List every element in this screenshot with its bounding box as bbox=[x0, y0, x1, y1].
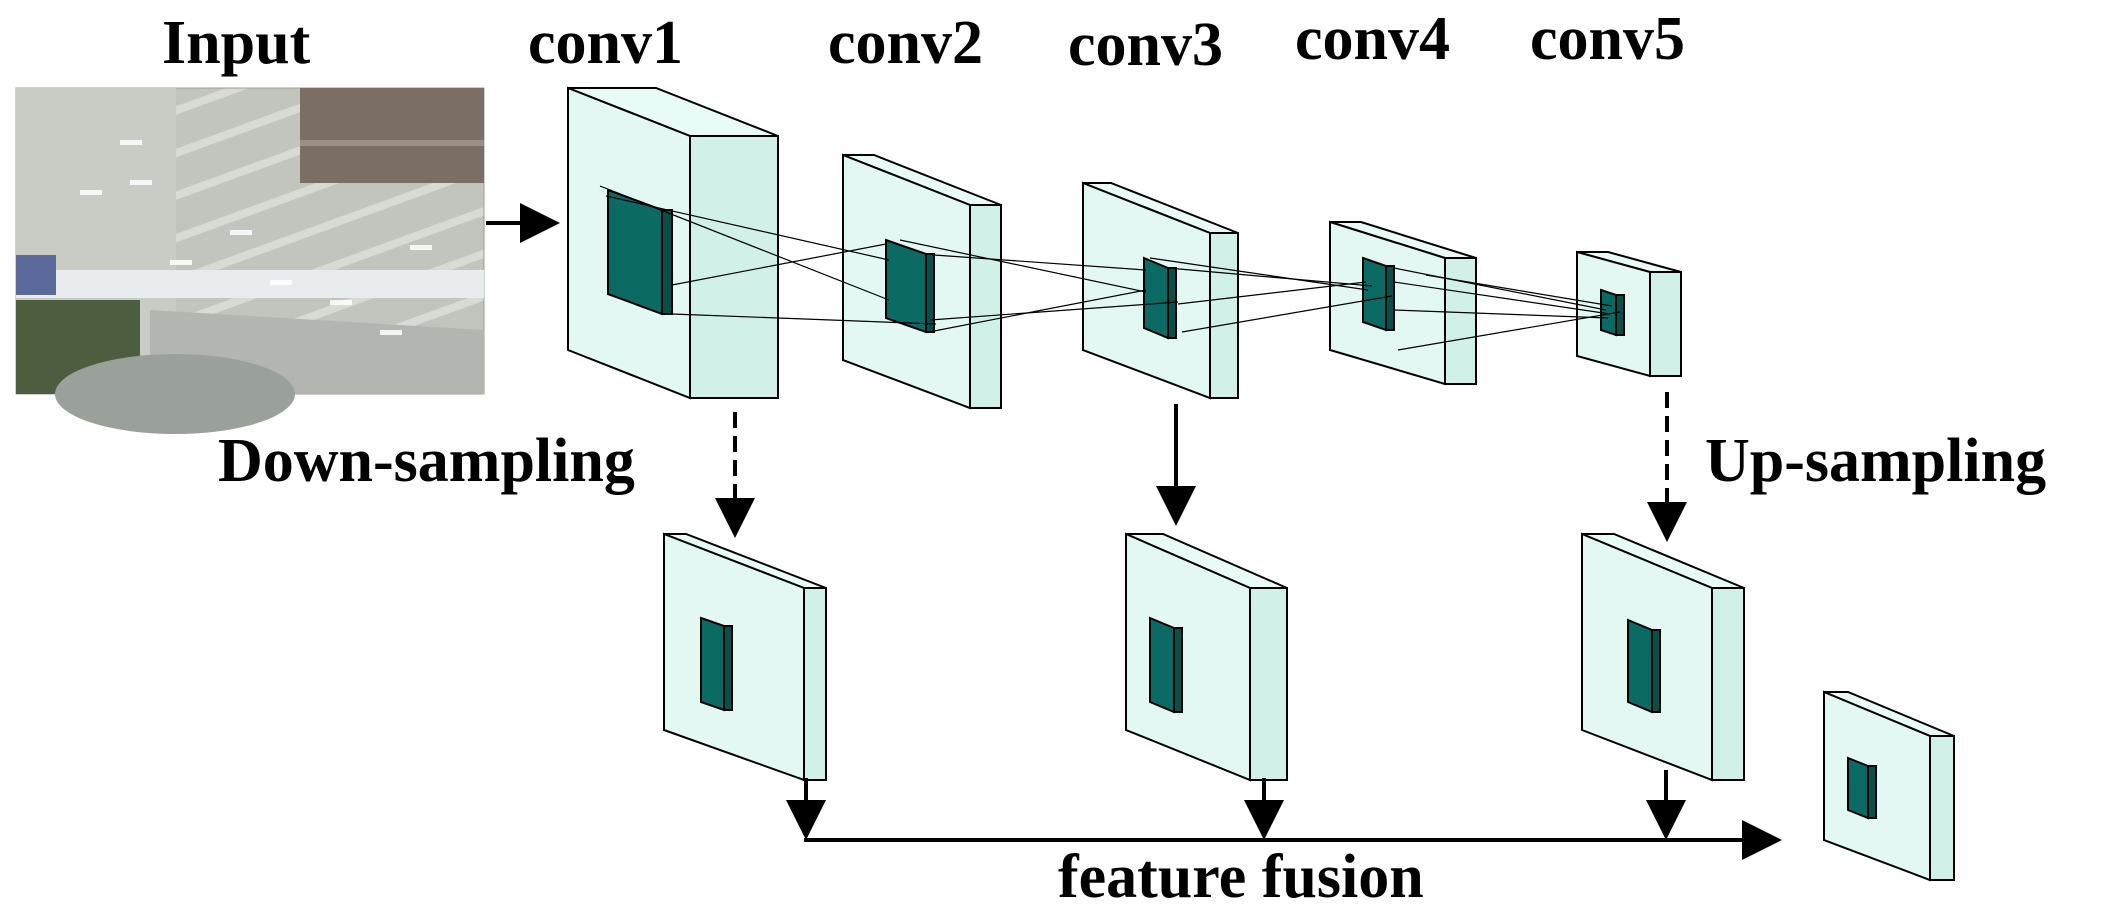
fusion-arrows bbox=[786, 770, 1686, 840]
conv4-label: conv4 bbox=[1295, 5, 1450, 73]
resampled-block-2 bbox=[1125, 532, 1288, 782]
conv2-label: conv2 bbox=[828, 9, 983, 77]
conv3-kernel bbox=[1143, 256, 1177, 340]
down-sampling-label: Down-sampling bbox=[218, 427, 635, 495]
conv5-block bbox=[1576, 250, 1682, 378]
input-label: Input bbox=[162, 9, 311, 77]
up-sampling-label: Up-sampling bbox=[1705, 427, 2047, 495]
resampled-block-3 bbox=[1581, 532, 1745, 782]
feature-fusion-label: feature fusion bbox=[1058, 843, 1424, 911]
input-aerial-image bbox=[15, 87, 485, 434]
receptive-field-lines bbox=[599, 185, 1621, 351]
conv4-kernel bbox=[1362, 256, 1395, 332]
fused-output-block bbox=[1823, 690, 1955, 882]
conv5-kernel bbox=[1600, 288, 1625, 337]
conv1-label: conv1 bbox=[528, 9, 683, 77]
conv3-label: conv3 bbox=[1068, 11, 1223, 79]
conv5-label: conv5 bbox=[1530, 5, 1685, 73]
conv2-kernel bbox=[885, 238, 935, 334]
resampled-block-1 bbox=[663, 532, 827, 782]
